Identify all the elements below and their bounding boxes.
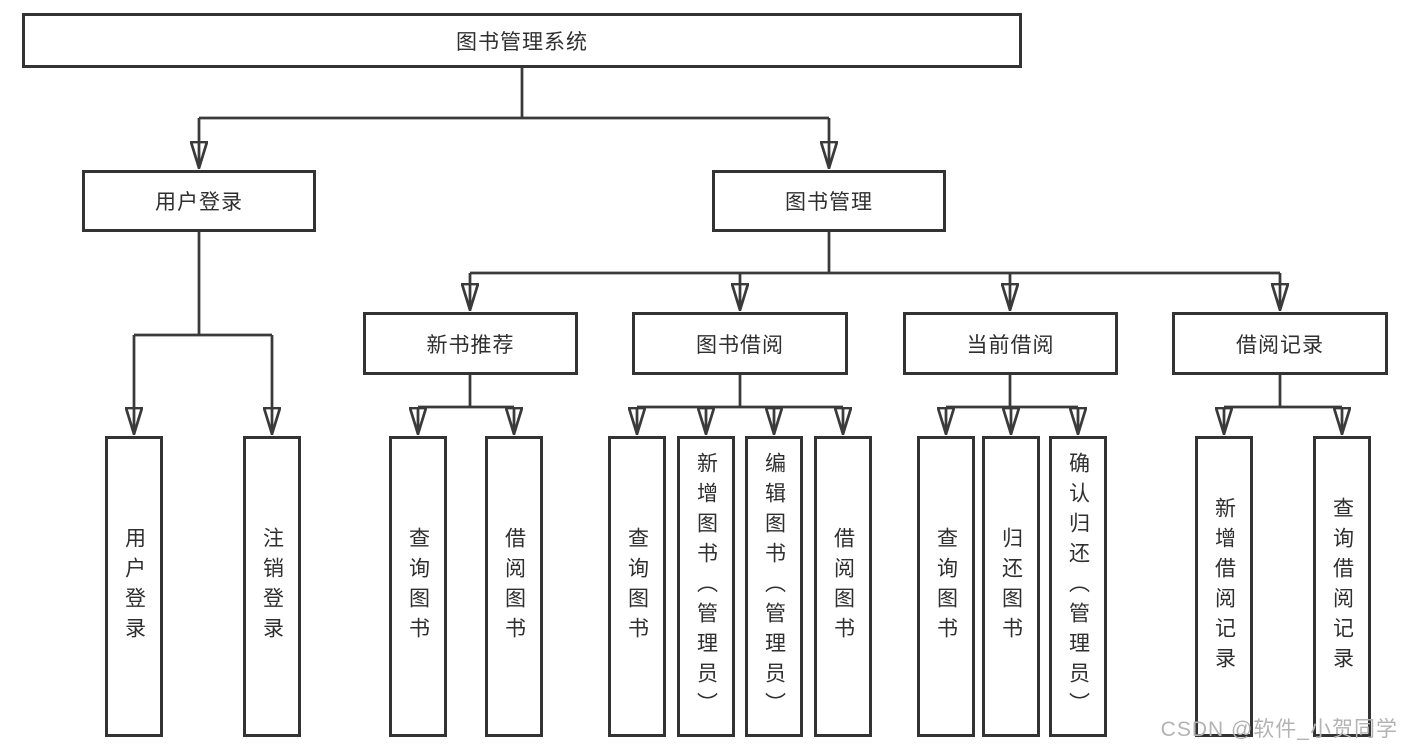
leaf-query-books-current: 查询图书 (917, 436, 975, 737)
node-root-label: 图书管理系统 (456, 30, 588, 54)
leaf-user-login: 用户登录 (105, 436, 163, 737)
node-book-management: 图书管理 (712, 170, 946, 232)
leaf-borrow-books-recommend-label: 借阅图书 (502, 526, 526, 647)
node-new-book-recommend: 新书推荐 (363, 312, 578, 375)
leaf-edit-book-admin-label: 编辑图书（管理员） (762, 451, 786, 722)
leaf-query-books-current-label: 查询图书 (934, 526, 958, 647)
leaf-query-borrow-record: 查询借阅记录 (1313, 436, 1371, 737)
node-borrowing-records-label: 借阅记录 (1236, 333, 1324, 357)
leaf-confirm-return-admin-label: 确认归还（管理员） (1066, 451, 1090, 722)
leaf-add-borrow-record-label: 新增借阅记录 (1212, 496, 1236, 677)
leaf-add-borrow-record: 新增借阅记录 (1195, 436, 1253, 737)
node-book-borrowing-label: 图书借阅 (696, 333, 784, 357)
node-borrowing-records: 借阅记录 (1172, 312, 1388, 375)
leaf-borrow-books-borrowing: 借阅图书 (814, 436, 872, 737)
node-root: 图书管理系统 (22, 13, 1022, 68)
leaf-return-books-label: 归还图书 (999, 526, 1023, 647)
node-current-borrowing: 当前借阅 (903, 312, 1118, 375)
leaf-add-book-admin: 新增图书（管理员） (677, 436, 735, 737)
leaf-logout-label: 注销登录 (260, 526, 284, 647)
leaf-borrow-books-recommend: 借阅图书 (485, 436, 543, 737)
node-book-borrowing: 图书借阅 (632, 312, 848, 375)
leaf-borrow-books-borrowing-label: 借阅图书 (831, 526, 855, 647)
leaf-query-books-recommend-label: 查询图书 (406, 526, 430, 647)
leaf-confirm-return-admin: 确认归还（管理员） (1049, 436, 1107, 737)
node-book-management-label: 图书管理 (785, 191, 873, 214)
leaf-add-book-admin-label: 新增图书（管理员） (694, 451, 718, 722)
leaf-query-books-borrowing-label: 查询图书 (625, 526, 649, 647)
leaf-query-borrow-record-label: 查询借阅记录 (1330, 496, 1354, 677)
leaf-query-books-recommend: 查询图书 (389, 436, 447, 737)
node-user-login-label: 用户登录 (155, 191, 243, 214)
node-current-borrowing-label: 当前借阅 (966, 333, 1055, 357)
leaf-return-books: 归还图书 (982, 436, 1040, 737)
node-new-book-recommend-label: 新书推荐 (426, 333, 515, 357)
leaf-edit-book-admin: 编辑图书（管理员） (745, 436, 803, 737)
leaf-logout: 注销登录 (243, 436, 301, 737)
node-user-login: 用户登录 (82, 170, 316, 232)
leaf-user-login-label: 用户登录 (122, 526, 146, 647)
leaf-query-books-borrowing: 查询图书 (608, 436, 666, 737)
